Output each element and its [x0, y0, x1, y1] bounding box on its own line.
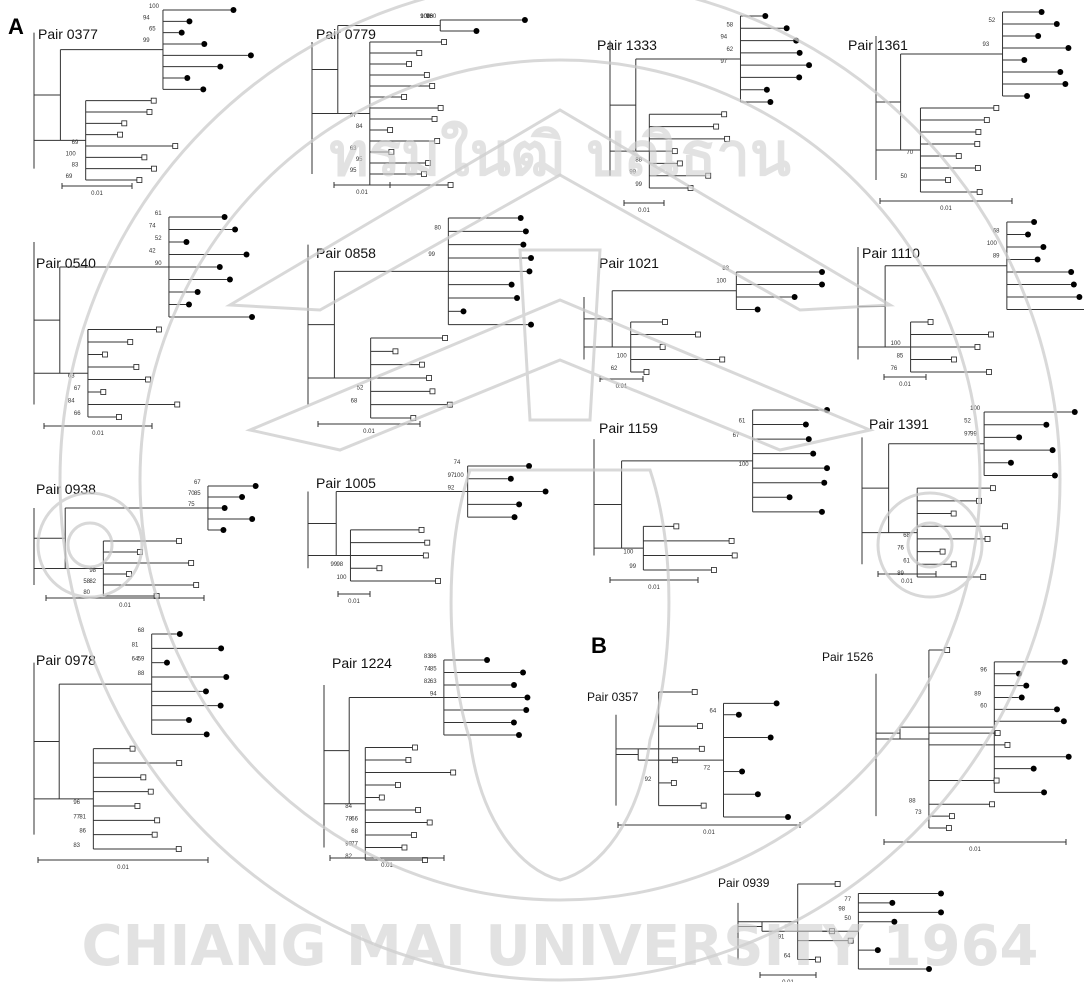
control-tip-marker	[848, 938, 853, 943]
case-tip-marker	[891, 919, 897, 925]
bootstrap-label: 50	[844, 916, 851, 922]
case-tip-marker	[938, 909, 944, 915]
bootstrap-label: 64	[784, 954, 791, 960]
case-tip-marker	[926, 966, 932, 972]
bootstrap-label: 91	[778, 935, 785, 941]
case-tip-marker	[938, 890, 944, 896]
control-tip-marker	[835, 882, 840, 887]
bootstrap-label: 77	[844, 897, 851, 903]
case-tip-marker	[875, 947, 881, 953]
control-tip-marker	[815, 957, 820, 962]
bootstrap-label: 98	[838, 906, 845, 912]
case-tip-marker	[889, 900, 895, 906]
